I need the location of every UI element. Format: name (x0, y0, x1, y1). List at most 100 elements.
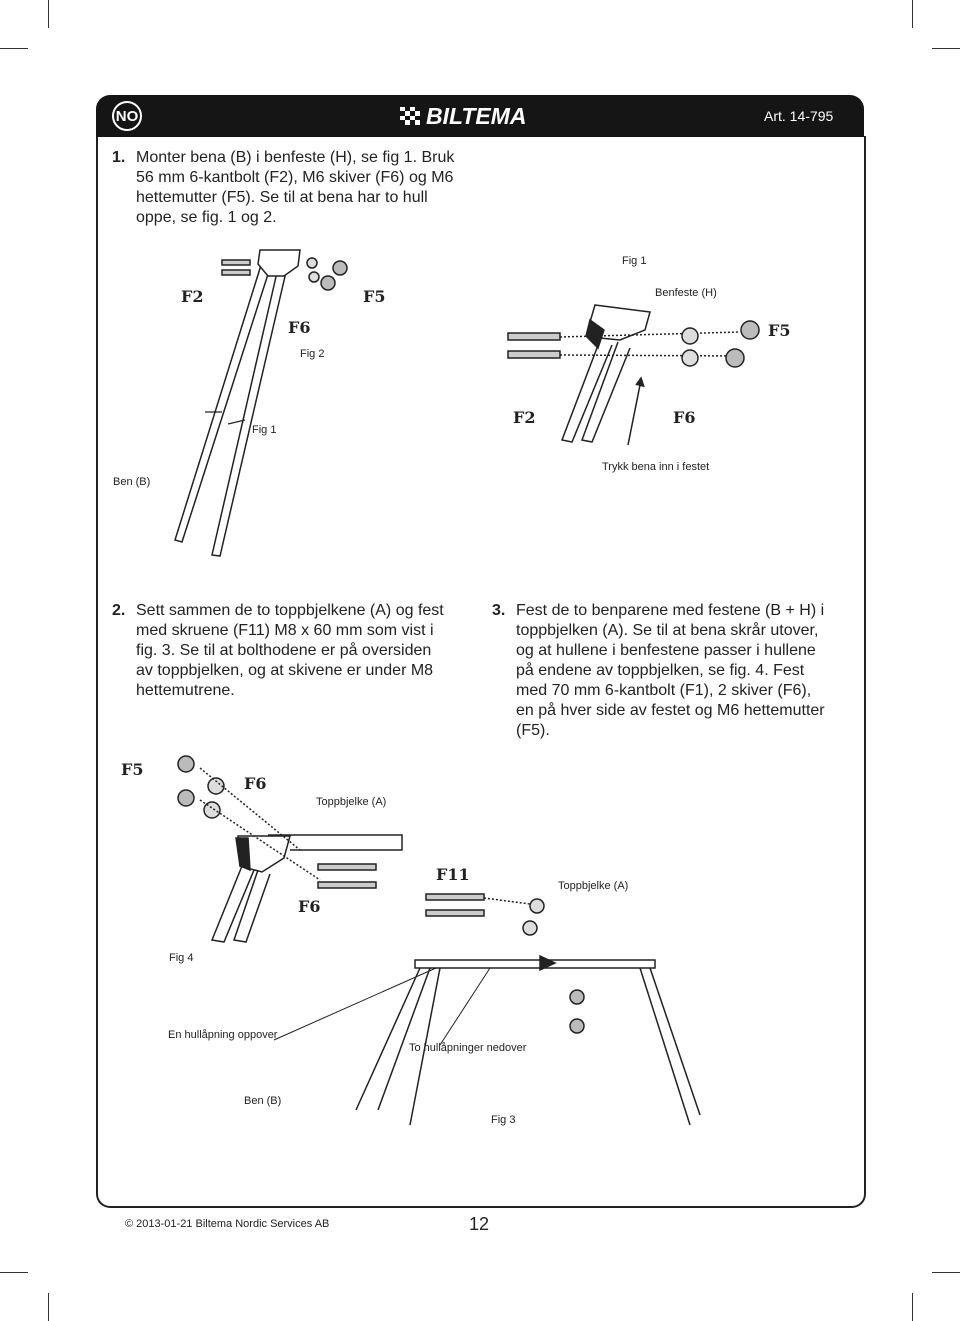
washer-drawing (522, 920, 538, 936)
label-f2-right: F2 (513, 408, 536, 427)
step-3-line: toppbjelken (A). Se til at bena skrår ut… (516, 622, 819, 639)
biltema-logo: BILTEMA (400, 102, 527, 129)
label-trykk: Trykk bena inn i festet (602, 461, 710, 473)
bolt-drawing (425, 909, 485, 917)
label-fig-4: Fig 4 (169, 952, 194, 964)
step-3-line: (F5). (516, 722, 550, 739)
step-3-line: med 70 mm 6-kantbolt (F1), 2 skiver (F6)… (516, 682, 812, 699)
step-3-number: 3. (492, 602, 506, 619)
label-fig-3: Fig 3 (491, 1114, 516, 1126)
leg-drawing (580, 341, 631, 443)
leg-drawing (639, 967, 691, 1126)
label-fig-2: Fig 2 (300, 348, 325, 360)
crop-mark (0, 1272, 28, 1273)
leg-drawing (649, 967, 701, 1116)
label-fig-1-right: Fig 1 (622, 255, 647, 267)
step-3-line: på endene av toppbjelken, se fig. 4. Fes… (516, 662, 805, 679)
top-beam-drawing (414, 959, 656, 969)
label-f6: F6 (288, 318, 311, 337)
top-beam-drawing (268, 834, 403, 851)
page-frame (96, 136, 866, 1208)
label-f5-right: F5 (768, 321, 791, 340)
bolt-drawing (507, 332, 561, 341)
leg-drawing (355, 967, 421, 1111)
label-benfeste: Benfeste (H) (655, 287, 717, 299)
nut-drawing (569, 989, 585, 1005)
crop-mark (48, 1293, 49, 1321)
label-f6-bottom: F6 (298, 897, 321, 916)
leg-drawing (211, 267, 287, 557)
label-f2: F2 (181, 287, 204, 306)
nut-drawing (177, 789, 195, 807)
label-f11: F11 (436, 865, 470, 884)
step-2-line: fig. 3. Se til at bolthodene er på overs… (136, 642, 432, 659)
washer-drawing (308, 271, 320, 283)
step-2-line: av toppbjelken, og at skivene er under M… (136, 662, 434, 679)
washer-drawing (203, 801, 221, 819)
bolt-drawing (507, 350, 561, 359)
bolt-drawing (221, 259, 251, 266)
step-3-line: en på hver side av festet og M6 hettemut… (516, 702, 825, 719)
bracket-flap (235, 837, 251, 872)
nut-drawing (740, 320, 760, 340)
washer-drawing (306, 257, 318, 269)
step-2-number: 2. (112, 602, 126, 619)
label-f5: F5 (363, 287, 386, 306)
step-3-line: og at hullene i benfestene passer i hull… (516, 642, 816, 659)
washer-drawing (529, 898, 545, 914)
step-2-line: hettemutrene. (136, 682, 235, 699)
label-ben-bottom: Ben (B) (244, 1095, 282, 1107)
nut-drawing (569, 1018, 585, 1034)
washer-drawing (207, 777, 225, 795)
label-to-hull: To hullåpninger nedover (409, 1042, 527, 1054)
leg-drawing (377, 967, 431, 1111)
washer-drawing (681, 327, 699, 345)
bolt-drawing (221, 269, 251, 276)
label-toppbjelke: Toppbjelke (A) (316, 796, 387, 808)
bolt-drawing (317, 863, 377, 871)
step-2-line: med skruene (F11) M8 x 60 mm som vist i (136, 622, 434, 639)
bolt-drawing (425, 893, 485, 901)
step-2-line: Sett sammen de to toppbjelkene (A) og fe… (136, 602, 444, 619)
bracket-drawing (257, 249, 301, 277)
nut-drawing (177, 755, 195, 773)
checkered-flag-icon (400, 107, 422, 125)
label-toppbjelke-2: Toppbjelke (A) (558, 880, 629, 892)
article-number: Art. 14-795 (764, 108, 834, 124)
crop-mark (932, 1272, 960, 1273)
leg-drawing (560, 339, 613, 443)
label-fig-1: Fig 1 (252, 424, 277, 436)
leg-drawing (174, 261, 271, 543)
nut-drawing (320, 275, 336, 291)
label-f6-bottom-top: F6 (244, 774, 267, 793)
label-ben: Ben (B) (113, 476, 151, 488)
step-1-line: 56 mm 6-kantbolt (F2), M6 skiver (F6) og… (136, 169, 454, 186)
label-en-hull: En hullåpning oppover (168, 1029, 278, 1041)
step-3-line: Fest de to benparene med festene (B + H)… (516, 602, 825, 619)
page-number: 12 (469, 1214, 490, 1234)
step-1-number: 1. (112, 149, 126, 166)
nut-drawing (725, 348, 745, 368)
crop-mark (932, 48, 960, 49)
crop-mark (912, 0, 913, 28)
nut-drawing (332, 260, 348, 276)
logo-text: BILTEMA (426, 102, 527, 129)
crop-mark (48, 0, 49, 28)
language-badge: NO (112, 101, 142, 131)
washer-drawing (681, 349, 699, 367)
crop-mark (912, 1293, 913, 1321)
crop-mark (0, 48, 28, 49)
leg-drawing (233, 869, 271, 943)
step-1-line: oppe, se fig. 1 og 2. (136, 209, 277, 226)
page-header (96, 95, 864, 137)
label-f6-right: F6 (673, 408, 696, 427)
step-1-line: hettemutter (F5). Se til at bena har to … (136, 189, 428, 206)
bracket-flap (585, 318, 605, 350)
label-f5-bottom: F5 (121, 760, 144, 779)
footer-copyright: © 2013-01-21 Biltema Nordic Services AB (125, 1218, 330, 1230)
step-1-line: Monter bena (B) i benfeste (H), se fig 1… (136, 149, 455, 166)
bolt-drawing (317, 881, 377, 889)
leg-drawing (210, 865, 255, 943)
leg-drawing (409, 967, 441, 1126)
